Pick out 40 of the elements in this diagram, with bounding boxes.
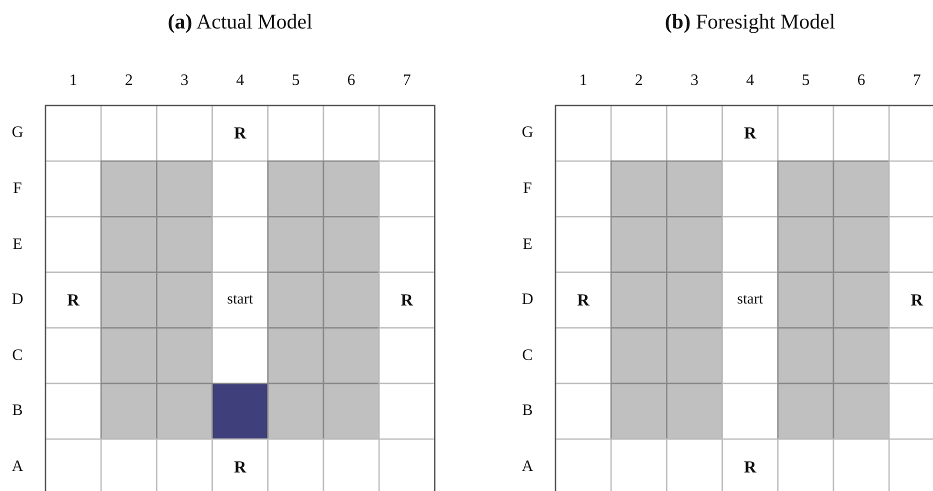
panel-title: (a) Actual Model: [168, 12, 312, 32]
row-letter: G: [12, 125, 24, 142]
row-letter: A: [522, 458, 534, 475]
column-number: 2: [634, 73, 643, 89]
column-number: 6: [347, 73, 356, 89]
column-number: 7: [912, 73, 921, 89]
column-number: 4: [746, 73, 754, 89]
row-letter: E: [12, 236, 22, 252]
row-letter: C: [522, 348, 533, 364]
cell-text: start: [227, 292, 253, 308]
column-number: 5: [802, 73, 810, 89]
row-letter: B: [522, 403, 533, 420]
column-number: 6: [857, 73, 866, 89]
column-number: 7: [402, 73, 411, 89]
row-letter: F: [13, 180, 22, 197]
row-letter: B: [12, 403, 23, 420]
reward-marker: R: [910, 292, 924, 309]
panel-title: (b) Foresight Model: [664, 12, 836, 32]
row-letter: F: [523, 180, 532, 197]
row-letter: D: [522, 292, 534, 308]
cell-text: start: [737, 292, 763, 308]
column-number: 4: [236, 73, 244, 89]
row-letter: C: [12, 348, 23, 364]
column-number: 1: [579, 73, 588, 89]
reward-marker: R: [67, 292, 80, 309]
row-letter: E: [522, 236, 532, 252]
row-letter: A: [12, 458, 24, 475]
reward-marker: R: [234, 458, 246, 476]
reward-marker: R: [400, 292, 414, 309]
column-number: 1: [69, 73, 78, 89]
row-letter: D: [12, 292, 24, 308]
column-number: 5: [292, 73, 300, 89]
column-number: 3: [690, 73, 698, 89]
column-number: 2: [124, 73, 133, 89]
column-number: 3: [180, 73, 188, 89]
reward-marker: R: [744, 124, 756, 142]
reward-marker: R: [234, 124, 246, 142]
row-letter: G: [522, 125, 534, 142]
reward-marker: R: [744, 458, 756, 476]
reward-marker: R: [577, 292, 590, 309]
